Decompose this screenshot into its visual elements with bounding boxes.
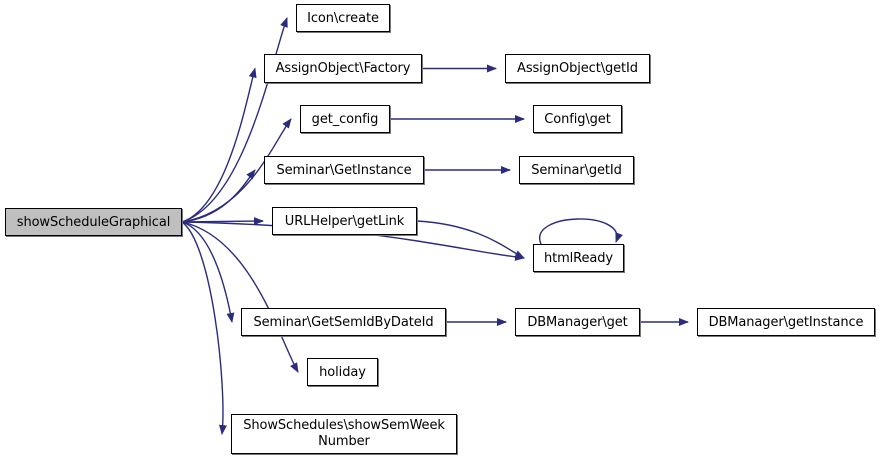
edge-showScheduleGraphical-to-IconCreate: [181, 17, 288, 223]
edge-showScheduleGraphical-to-URLHelperGetLink: [181, 217, 264, 226]
graph-node-IconCreate[interactable]: Icon\create: [296, 4, 390, 32]
graph-node-label: Seminar\getId: [531, 162, 622, 178]
graph-node-label: ShowSchedules\showSemWeek Number: [243, 418, 445, 449]
edge-showScheduleGraphical-to-SeminarGetSemIdByDateId: [181, 221, 235, 323]
graph-node-htmlReady[interactable]: htmlReady: [533, 244, 624, 272]
graph-node-label: get_config: [311, 111, 379, 127]
graph-node-label: URLHelper\getLink: [284, 213, 405, 229]
graph-node-DBManagerGetInstance[interactable]: DBManager\getInstance: [697, 308, 875, 336]
edge-showScheduleGraphical-to-SeminarGetInstance: [181, 169, 256, 223]
graph-node-URLHelperGetLink[interactable]: URLHelper\getLink: [272, 207, 417, 235]
graph-node-ConfigGet[interactable]: Config\get: [533, 105, 622, 133]
edge-showScheduleGraphical-to-ShowSchedulesShowSemWeekNumber: [181, 221, 227, 435]
edge-showScheduleGraphical-to-holiday: [181, 221, 299, 373]
edge-showScheduleGraphical-to-AssignObjectFactory: [181, 67, 257, 223]
edge-URLHelperGetLink-to-htmlReady: [416, 220, 525, 259]
graph-node-label: AssignObject\getId: [517, 61, 638, 76]
graph-node-AssignObjectFactory[interactable]: AssignObject\Factory: [264, 54, 422, 83]
graph-node-ShowSchedulesShowSemWeekNumber[interactable]: ShowSchedules\showSemWeek Number: [231, 414, 457, 454]
graph-node-label: Seminar\GetSemIdByDateId: [253, 314, 434, 330]
graph-node-label: Config\get: [544, 111, 611, 127]
graph-node-label: DBManager\get: [527, 314, 628, 330]
graph-node-label: holiday: [319, 364, 366, 380]
graph-node-label: AssignObject\Factory: [275, 61, 411, 76]
graph-node-label: DBManager\getInstance: [708, 314, 864, 330]
graph-node-label: Seminar\GetInstance: [276, 162, 412, 178]
graph-node-showScheduleGraphical[interactable]: showScheduleGraphical: [5, 208, 182, 236]
graph-node-get_config[interactable]: get_config: [300, 105, 390, 133]
graph-node-SeminarGetId[interactable]: Seminar\getId: [519, 156, 634, 184]
graph-node-SeminarGetInstance[interactable]: Seminar\GetInstance: [264, 156, 424, 184]
graph-node-AssignObjectGetId[interactable]: AssignObject\getId: [505, 54, 650, 83]
graph-node-DBManagerGet[interactable]: DBManager\get: [515, 308, 640, 336]
graph-node-label: showScheduleGraphical: [16, 214, 171, 230]
graph-node-holiday[interactable]: holiday: [307, 358, 378, 386]
graph-node-label: htmlReady: [543, 250, 614, 266]
graph-node-SeminarGetSemIdByDateId[interactable]: Seminar\GetSemIdByDateId: [241, 308, 446, 336]
graph-node-label: Icon\create: [307, 10, 379, 26]
edge-htmlReady-to-htmlReady: [538, 218, 623, 245]
